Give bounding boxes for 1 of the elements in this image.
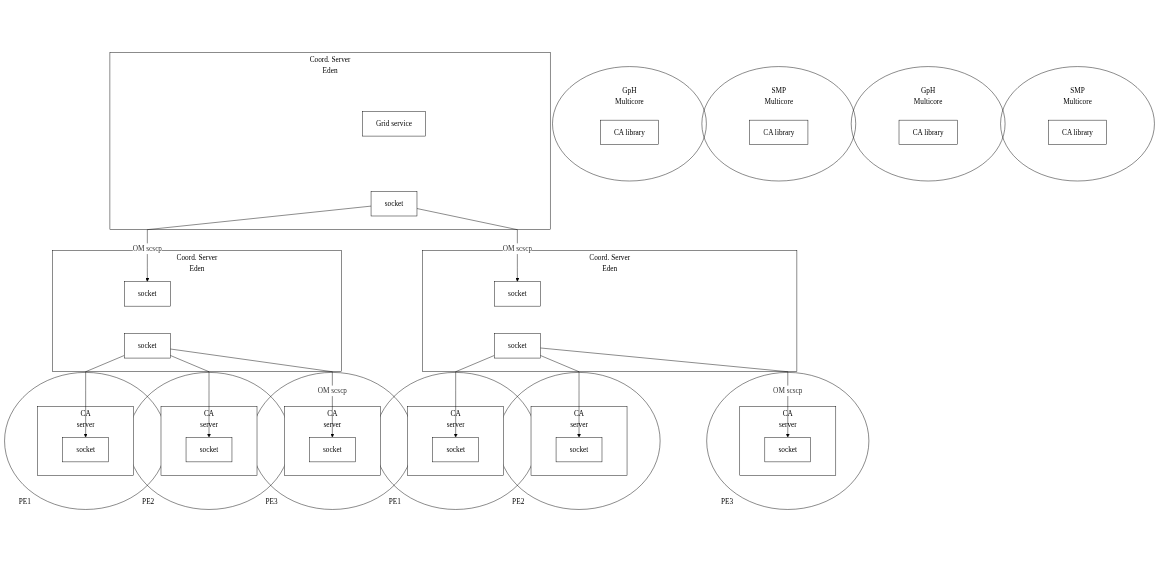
cluster <box>706 372 870 510</box>
